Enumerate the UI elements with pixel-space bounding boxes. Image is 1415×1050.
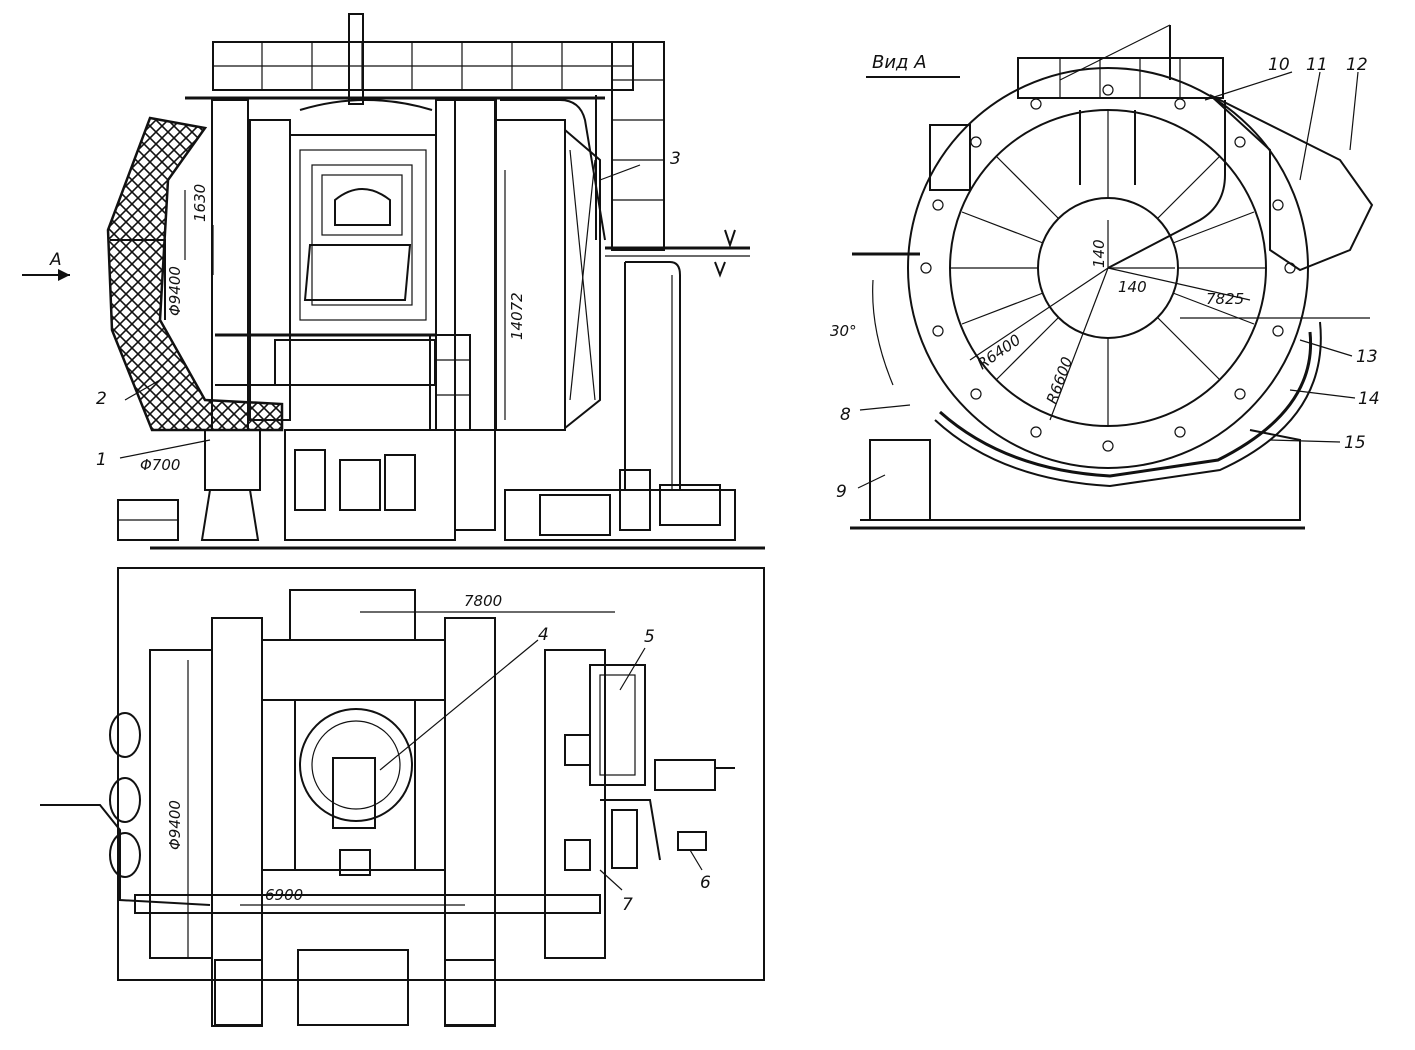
callout-10: 10 (1268, 55, 1290, 75)
callout-13: 13 (1356, 347, 1378, 367)
dim-drum-diameter-side: Φ9400 (166, 266, 184, 316)
callout-5: 5 (644, 627, 655, 647)
callout-2: 2 (96, 389, 107, 409)
callout-12: 12 (1346, 55, 1368, 75)
dim-drum-span: 6900 (265, 886, 303, 904)
plan-view (40, 567, 765, 1027)
dim-offset-horizontal: 140 (1118, 278, 1147, 296)
callout-3: 3 (670, 149, 681, 169)
dim-radius-half: 7825 (1206, 290, 1244, 308)
dim-drum-diameter-plan: Φ9400 (166, 800, 184, 850)
callout-11: 11 (1306, 55, 1328, 75)
dim-overall-length: 14072 (508, 292, 526, 340)
callout-4: 4 (538, 625, 549, 645)
view-arrow-label: А (49, 250, 62, 270)
drum-liner (106, 116, 284, 432)
view-a (850, 24, 1374, 530)
callout-15: 15 (1344, 433, 1366, 453)
callout-1: 1 (96, 450, 107, 470)
ring-bolts (920, 84, 1296, 452)
callout-14: 14 (1358, 389, 1380, 409)
callout-9: 9 (836, 482, 847, 502)
dim-radius-outer: R6600 (1043, 355, 1077, 407)
dim-liner-thickness: 1630 (191, 184, 209, 222)
dim-angle: 30° (830, 322, 857, 340)
side-view (22, 13, 765, 550)
callout-7: 7 (622, 895, 633, 915)
dim-offset-vertical: 140 (1090, 239, 1108, 268)
view-title: Вид А (872, 52, 927, 73)
dim-gear-spacing: 7800 (464, 592, 502, 610)
callout-6: 6 (700, 873, 711, 893)
dim-trunnion-diameter: Φ700 (140, 456, 180, 474)
callout-8: 8 (840, 405, 851, 425)
